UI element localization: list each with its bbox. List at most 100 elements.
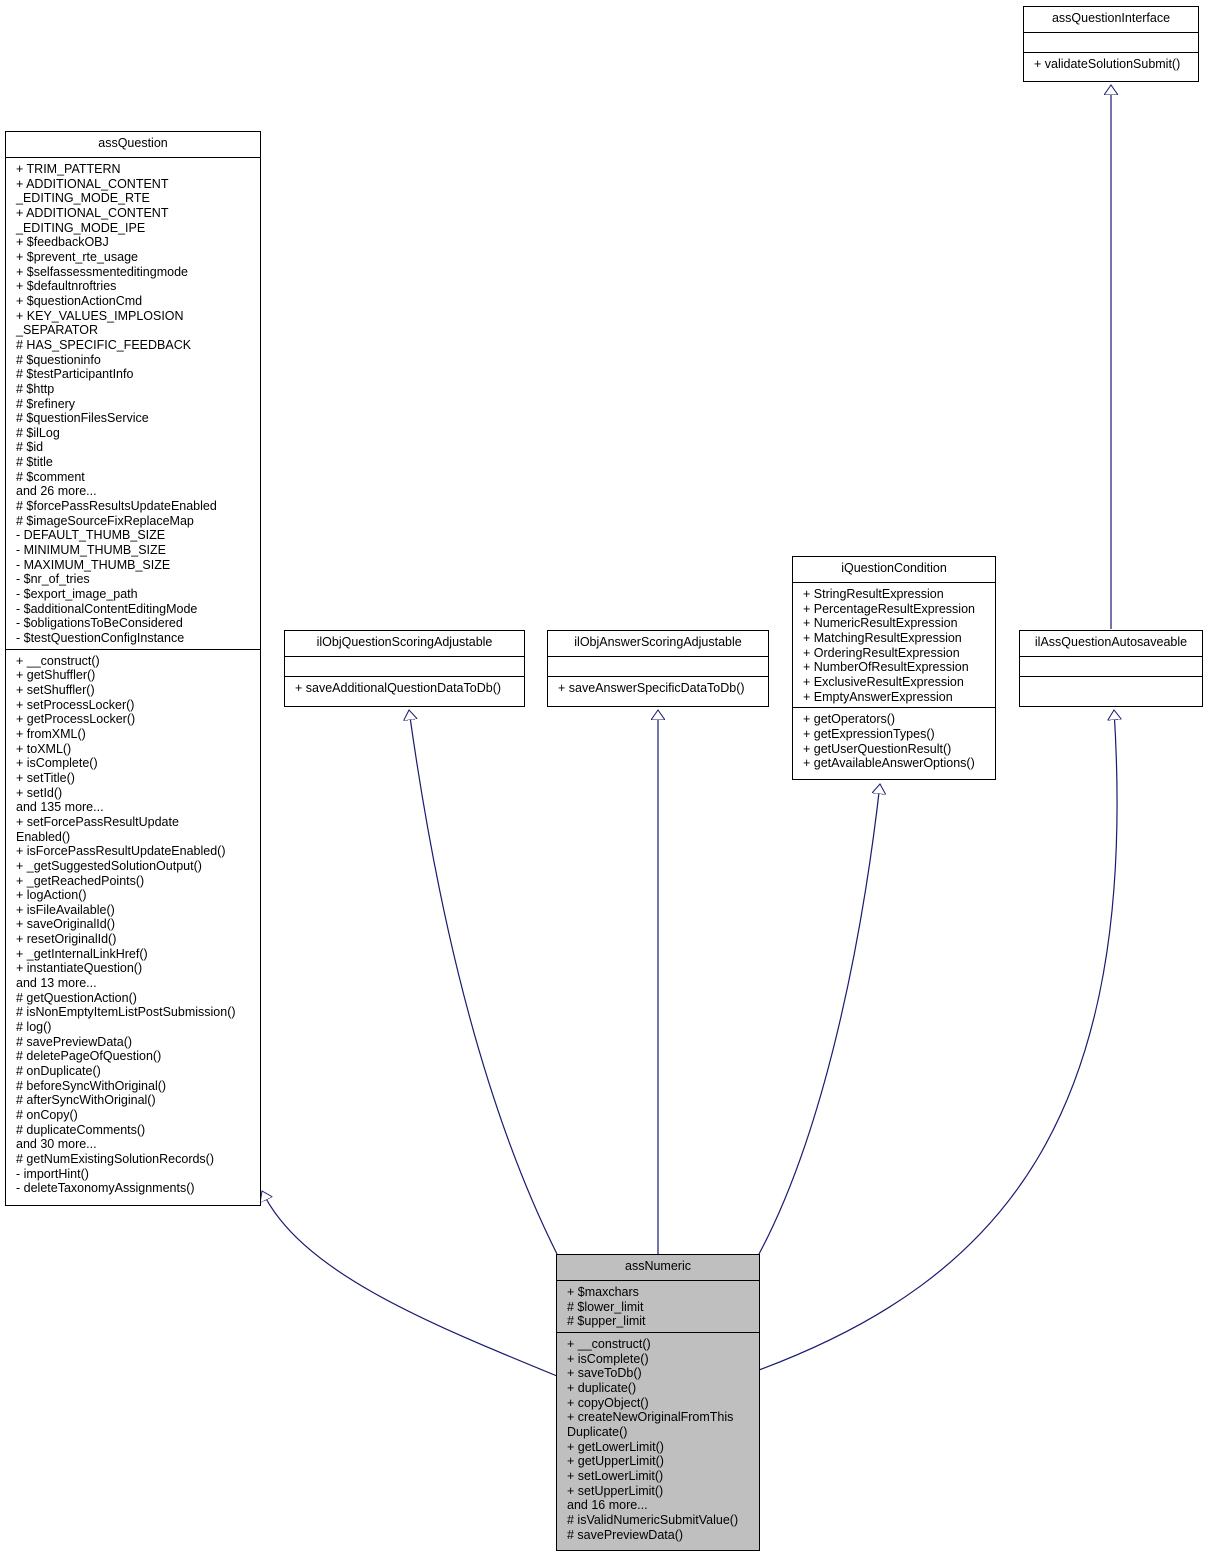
- edge-assnumeric-to-iquestioncondition: [758, 784, 880, 1255]
- method-row: + setTitle(): [16, 770, 75, 785]
- class-name: ilObjAnswerScoringAdjustable: [548, 631, 768, 657]
- method-row: # duplicateComments(): [16, 1122, 146, 1137]
- class-name: ilObjQuestionScoringAdjustable: [285, 631, 524, 657]
- method-row: + isComplete(): [567, 1351, 649, 1366]
- attribute-row: - $obligationsToBeConsidered: [16, 616, 183, 631]
- attribute-row: # $http: [16, 381, 55, 396]
- method-row: and 135 more...: [16, 800, 104, 815]
- method-row: + getExpressionTypes(): [803, 726, 935, 741]
- method-row: # deletePageOfQuestion(): [16, 1049, 162, 1064]
- method-row: # log(): [16, 1020, 52, 1035]
- method-row: + isForcePassResultUpdateEnabled(): [16, 844, 226, 859]
- methods-section: + saveAnswerSpecificDataToDb(): [548, 677, 768, 699]
- method-row: # isNonEmptyItemListPostSubmission(): [16, 1005, 236, 1020]
- attribute-row: and 26 more...: [16, 484, 97, 499]
- attribute-row: _SEPARATOR: [16, 323, 98, 338]
- attributes-section: [1024, 33, 1198, 53]
- method-row: + validateSolutionSubmit(): [1034, 57, 1181, 71]
- method-row: + setId(): [16, 785, 63, 800]
- method-row: + setShuffler(): [16, 682, 95, 697]
- attribute-row: # $imageSourceFixReplaceMap: [16, 513, 194, 528]
- method-row: + saveOriginalId(): [16, 917, 115, 932]
- method-row: + setForcePassResultUpdate: [16, 814, 179, 829]
- method-row: + getOperators(): [803, 712, 896, 727]
- class-name: assQuestion: [6, 132, 260, 158]
- attribute-row: # $lower_limit: [567, 1299, 644, 1314]
- class-name: ilAssQuestionAutosaveable: [1020, 631, 1202, 657]
- method-row: + getShuffler(): [16, 668, 96, 683]
- attribute-row: + OrderingResultExpression: [803, 645, 960, 660]
- attribute-row: # $questioninfo: [16, 352, 101, 367]
- attribute-row: - $nr_of_tries: [16, 572, 90, 587]
- method-row: # savePreviewData(): [16, 1034, 133, 1049]
- method-row: + saveAdditionalQuestionDataToDb(): [295, 681, 502, 695]
- attribute-row: + PercentageResultExpression: [803, 601, 975, 616]
- methods-section: + getOperators()+ getExpressionTypes()+ …: [793, 708, 995, 774]
- attribute-row: + $feedbackOBJ: [16, 235, 109, 250]
- class-ilobjanswerscoringadjustable: ilObjAnswerScoringAdjustable + saveAnswe…: [547, 630, 769, 707]
- attribute-row: + $defaultnroftries: [16, 279, 117, 294]
- method-row: Enabled(): [16, 829, 71, 844]
- attribute-row: - $additionalContentEditingMode: [16, 601, 198, 616]
- methods-section: + __construct()+ isComplete()+ saveToDb(…: [557, 1333, 759, 1545]
- method-row: # savePreviewData(): [567, 1527, 684, 1542]
- attribute-row: # $forcePassResultsUpdateEnabled: [16, 499, 217, 514]
- attributes-section: [548, 657, 768, 677]
- attribute-row: + $questionActionCmd: [16, 293, 143, 308]
- methods-section: + saveAdditionalQuestionDataToDb(): [285, 677, 524, 699]
- methods-section: + validateSolutionSubmit(): [1024, 53, 1198, 75]
- attribute-row: + ExclusiveResultExpression: [803, 674, 964, 689]
- attribute-row: # $refinery: [16, 396, 76, 411]
- class-assnumeric: assNumeric + $maxchars# $lower_limit# $u…: [556, 1254, 760, 1551]
- method-row: + instantiateQuestion(): [16, 961, 143, 976]
- method-row: # getNumExistingSolutionRecords(): [16, 1151, 215, 1166]
- attributes-section: + TRIM_PATTERN+ ADDITIONAL_CONTENT_EDITI…: [6, 158, 260, 650]
- method-row: # isValidNumericSubmitValue(): [567, 1512, 739, 1527]
- method-row: - deleteTaxonomyAssignments(): [16, 1181, 195, 1196]
- attribute-row: + NumericResultExpression: [803, 616, 958, 631]
- method-row: + toXML(): [16, 741, 72, 756]
- method-row: + resetOriginalId(): [16, 932, 117, 947]
- attribute-row: + ADDITIONAL_CONTENT: [16, 205, 169, 220]
- method-row: + __construct(): [16, 653, 100, 668]
- attribute-row: - $testQuestionConfigInstance: [16, 631, 185, 645]
- attribute-row: + KEY_VALUES_IMPLOSION: [16, 308, 184, 323]
- method-row: + saveToDb(): [567, 1366, 642, 1381]
- attribute-row: - MINIMUM_THUMB_SIZE: [16, 543, 166, 558]
- method-row: # getQuestionAction(): [16, 990, 137, 1005]
- method-row: + logAction(): [16, 888, 87, 903]
- method-row: + getUpperLimit(): [567, 1454, 664, 1469]
- attribute-row: + $maxchars: [567, 1285, 639, 1299]
- method-row: + _getReachedPoints(): [16, 873, 145, 888]
- class-name: assNumeric: [557, 1255, 759, 1281]
- method-row: # onCopy(): [16, 1108, 78, 1122]
- method-row: + setLowerLimit(): [567, 1468, 664, 1483]
- method-row: + _getInternalLinkHref(): [16, 946, 148, 961]
- method-row: + setProcessLocker(): [16, 697, 135, 712]
- attribute-row: # $title: [16, 455, 53, 470]
- attribute-row: - DEFAULT_THUMB_SIZE: [16, 528, 166, 543]
- method-row: - importHint(): [16, 1166, 89, 1181]
- method-row: + getAvailableAnswerOptions(): [803, 756, 975, 771]
- method-row: and 16 more...: [567, 1498, 648, 1513]
- method-row: and 30 more...: [16, 1137, 97, 1152]
- method-row: + fromXML(): [16, 726, 86, 741]
- method-row: # onDuplicate(): [16, 1064, 101, 1079]
- attribute-row: # $questionFilesService: [16, 411, 149, 426]
- method-row: + duplicate(): [567, 1380, 637, 1395]
- attribute-row: _EDITING_MODE_IPE: [16, 220, 146, 235]
- method-row: + _getSuggestedSolutionOutput(): [16, 858, 202, 873]
- method-row: and 13 more...: [16, 976, 97, 991]
- method-row: + copyObject(): [567, 1395, 649, 1410]
- class-ilassquestionautosaveable: ilAssQuestionAutosaveable: [1019, 630, 1203, 707]
- class-name: iQuestionCondition: [793, 557, 995, 583]
- attribute-row: # $ilLog: [16, 425, 60, 440]
- method-row: + getUserQuestionResult(): [803, 741, 952, 756]
- attribute-row: + ADDITIONAL_CONTENT: [16, 176, 169, 191]
- attribute-row: + $selfassessmenteditingmode: [16, 264, 188, 279]
- methods-section: + __construct()+ getShuffler()+ setShuff…: [6, 650, 260, 1199]
- attribute-row: - MAXIMUM_THUMB_SIZE: [16, 557, 171, 572]
- attribute-row: + $prevent_rte_usage: [16, 249, 138, 264]
- attribute-row: # $comment: [16, 469, 85, 484]
- attributes-section: + $maxchars# $lower_limit# $upper_limit: [557, 1281, 759, 1333]
